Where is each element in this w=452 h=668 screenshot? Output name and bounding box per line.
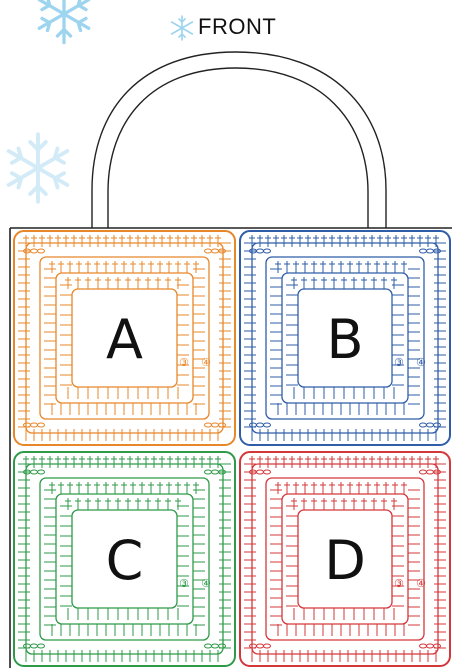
page-title: FRONT [198,14,276,40]
round-marker: ③ [179,577,189,590]
square-label-d: D [324,529,366,592]
snowflake-icon-title [172,16,193,40]
round-marker: ④ [201,577,211,590]
snowflake-icon-left [9,134,68,202]
bag-handle [92,52,386,228]
square-label-b: B [326,308,363,371]
round-marker: ③ [394,577,404,590]
round-marker: ④ [201,356,211,369]
round-marker: ④ [416,577,426,590]
round-marker: ③ [179,356,189,369]
round-marker: ④ [416,356,426,369]
square-label-c: C [106,529,144,592]
snowflake-icon-top-left [39,0,89,43]
square-label-a: A [106,308,143,371]
round-marker: ③ [394,356,404,369]
